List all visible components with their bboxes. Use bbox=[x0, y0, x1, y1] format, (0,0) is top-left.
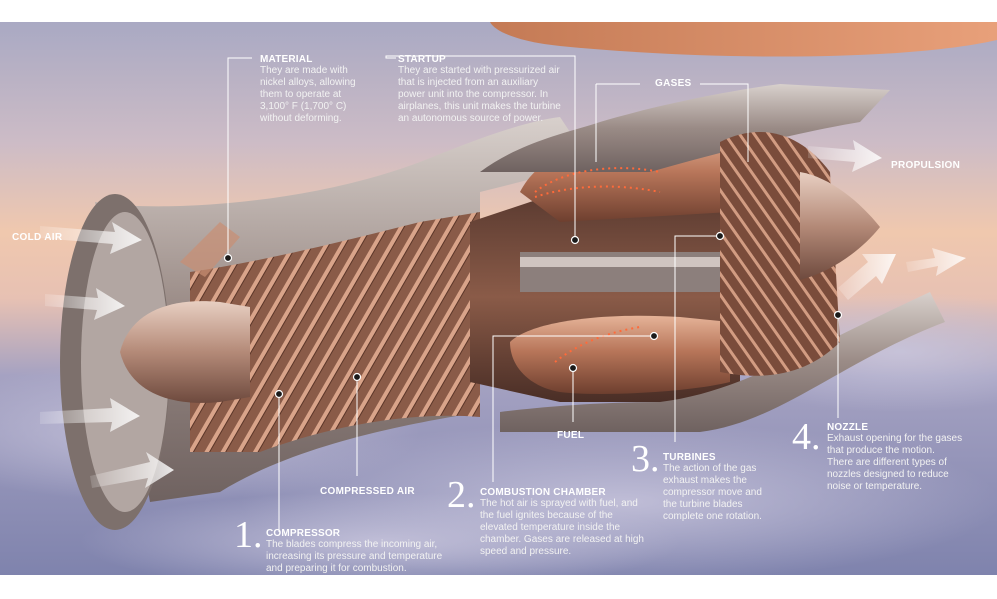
combustion-line: elevated temperature inside the bbox=[480, 522, 621, 533]
compressor-line: The blades compress the incoming air, bbox=[266, 539, 438, 550]
compressed-air-label: COMPRESSED AIR bbox=[320, 486, 415, 497]
exhaust-cone bbox=[800, 172, 880, 280]
compressor-spinner bbox=[120, 301, 250, 403]
material-callout: MATERIAL They are made with nickel alloy… bbox=[260, 54, 356, 125]
airplane-wing bbox=[490, 22, 997, 57]
combustion-can-lower bbox=[510, 315, 730, 394]
startup-line: that is injected from an auxiliary bbox=[398, 77, 539, 88]
material-dot bbox=[223, 253, 233, 263]
compressor-callout: COMPRESSOR The blades compress the incom… bbox=[266, 528, 442, 575]
shaft-highlight bbox=[520, 257, 750, 267]
material-line: them to operate at bbox=[260, 89, 342, 100]
engine-illustration bbox=[0, 22, 997, 575]
compressor-blades bbox=[190, 212, 480, 452]
combustion-leader bbox=[492, 335, 654, 482]
combustion-callout: COMBUSTION CHAMBER The hot air is spraye… bbox=[480, 487, 644, 558]
nozzle-line: noise or temperature. bbox=[827, 481, 923, 492]
flame-lines bbox=[534, 167, 661, 363]
nozzle-dot bbox=[833, 310, 843, 320]
material-leader bbox=[227, 57, 252, 258]
propulsion-arrow bbox=[906, 248, 966, 276]
nozzle-title: NOZZLE bbox=[827, 422, 869, 433]
turbines-line: complete one rotation. bbox=[663, 511, 762, 522]
startup-title: STARTUP bbox=[398, 54, 446, 65]
turbines-line: compressor move and bbox=[663, 487, 762, 498]
fuel-label: FUEL bbox=[557, 430, 585, 441]
combustion-dot bbox=[649, 331, 659, 341]
material-line: 3,100° F (1,700° C) bbox=[260, 101, 347, 112]
startup-line: power unit into the compressor. In bbox=[398, 89, 549, 100]
compressor-line: increasing its pressure and temperature bbox=[266, 551, 443, 562]
gases-label: GASES bbox=[655, 78, 692, 89]
cloud bbox=[80, 492, 680, 575]
turbines-line: the turbine blades bbox=[663, 499, 743, 510]
propulsion-arrow bbox=[808, 140, 882, 172]
combustion-line: speed and pressure. bbox=[480, 546, 572, 557]
leader-dots bbox=[223, 231, 843, 399]
startup-callout: STARTUP They are started with pressurize… bbox=[398, 54, 561, 125]
startup-line: airplanes, this unit makes the turbine bbox=[398, 101, 561, 112]
startup-leader bbox=[385, 55, 576, 240]
material-line: nickel alloys, allowing bbox=[260, 77, 356, 88]
compressor-number: 1. bbox=[234, 514, 263, 556]
compressor-title: COMPRESSOR bbox=[266, 528, 341, 539]
turbines-callout: TURBINES The action of the gas exhaust m… bbox=[663, 452, 762, 523]
propulsion-label: PROPULSION bbox=[891, 160, 961, 171]
nozzle-line: nozzles designed to reduce bbox=[827, 469, 949, 480]
casing-flap-lower bbox=[500, 292, 945, 432]
cold-air-arrow bbox=[90, 452, 174, 488]
nozzle-line: that produce the motion. bbox=[827, 445, 935, 456]
turbines-dot bbox=[715, 231, 725, 241]
nozzle-number: 4. bbox=[792, 416, 821, 458]
turbines-line: The action of the gas bbox=[663, 463, 757, 474]
turbines-line: exhaust makes the bbox=[663, 475, 747, 486]
material-title: MATERIAL bbox=[260, 54, 313, 65]
material-line: They are made with bbox=[260, 65, 348, 76]
nozzle-line: There are different types of bbox=[827, 457, 947, 468]
combustion-line: chamber. Gases are released at high bbox=[480, 534, 644, 545]
turbines-number: 3. bbox=[631, 438, 660, 480]
cold-air-arrow bbox=[45, 288, 125, 320]
combustion-number: 2. bbox=[447, 474, 476, 516]
casing-flap-upper bbox=[480, 84, 890, 172]
air-flow-arrows bbox=[40, 140, 966, 488]
blade-detail bbox=[180, 222, 240, 277]
cold-air-arrow bbox=[40, 222, 142, 254]
compressor-dot bbox=[274, 389, 284, 399]
turbines-leader bbox=[674, 235, 720, 442]
startup-line: an autonomous source of power. bbox=[398, 113, 544, 124]
gases-leader bbox=[596, 83, 749, 162]
propulsion-arrow bbox=[838, 254, 896, 300]
compressor-line: and preparing it for combustion. bbox=[266, 563, 407, 574]
combustion-line: The hot air is sprayed with fuel, and bbox=[480, 498, 638, 509]
compressed-air-dot bbox=[352, 372, 362, 382]
leader-lines bbox=[227, 55, 839, 532]
combustion-title: COMBUSTION CHAMBER bbox=[480, 487, 606, 498]
combustion-line: the fuel ignites because of the bbox=[480, 510, 613, 521]
cold-air-label: COLD AIR bbox=[12, 232, 63, 243]
material-line: without deforming. bbox=[260, 113, 342, 124]
startup-dot bbox=[570, 235, 580, 245]
cold-air-arrow bbox=[40, 398, 140, 432]
startup-line: They are started with pressurized air bbox=[398, 65, 560, 76]
turbines-title: TURBINES bbox=[663, 452, 716, 463]
nozzle-callout: NOZZLE Exhaust opening for the gases tha… bbox=[827, 422, 962, 493]
fuel-dot bbox=[568, 363, 578, 373]
nozzle-line: Exhaust opening for the gases bbox=[827, 433, 963, 444]
